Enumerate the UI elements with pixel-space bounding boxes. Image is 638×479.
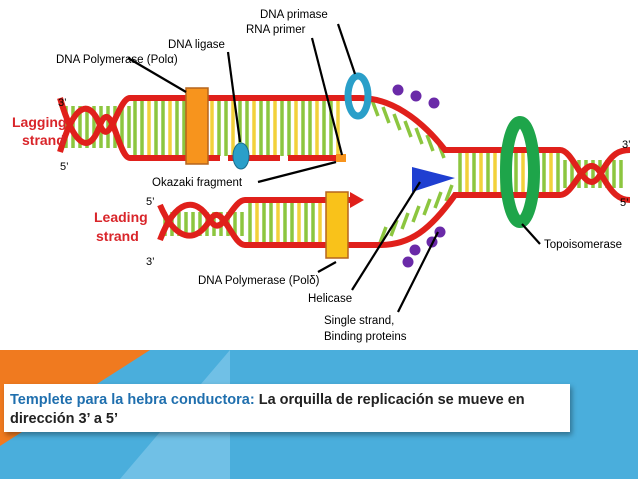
- leading-strand-arrowhead: [350, 192, 364, 208]
- label-lagging: Lagging: [12, 114, 66, 130]
- ssb-protein: [402, 256, 414, 268]
- base-pair-rung: [392, 113, 402, 131]
- topoisomerase: [500, 116, 540, 228]
- label-pol-alpha: DNA Polymerase (Polα): [56, 54, 178, 66]
- label-lagging-strand: strand: [22, 132, 65, 148]
- label-dna-ligase: DNA ligase: [168, 39, 225, 51]
- rna-primer-segment: [336, 154, 346, 162]
- caption-emphasis: Templete para la hebra conductora:: [10, 392, 255, 408]
- helicase: [412, 167, 455, 192]
- base-pair-rung: [403, 120, 413, 138]
- caption-text: La orquilla de replicación se mueve en d…: [10, 392, 525, 427]
- leading-helix-strand-b: [157, 203, 246, 248]
- ssb-protein: [409, 244, 421, 256]
- base-pair-rung: [425, 134, 435, 152]
- dna-replication-diagram: DNA primase RNA primer DNA ligase DNA Po…: [12, 9, 631, 343]
- label-topoisomerase: Topoisomerase: [544, 239, 622, 251]
- caption-box: Templete para la hebra conductora: La or…: [4, 384, 570, 432]
- label-dna-primase: DNA primase: [260, 9, 328, 21]
- label-helicase: Helicase: [308, 293, 352, 305]
- dna-ligase: [232, 142, 250, 170]
- base-pair-rung: [433, 191, 443, 209]
- base-pair-rung: [400, 212, 410, 230]
- label-leading-strand: strand: [96, 228, 139, 244]
- label-pol-delta: DNA Polymerase (Polδ): [198, 275, 320, 287]
- base-pair-rung: [444, 184, 454, 202]
- label-lead-5p: 5’: [146, 196, 155, 208]
- dna-polymerase-delta: [325, 191, 349, 259]
- label-okazaki: Okazaki fragment: [152, 177, 243, 189]
- label-right-3p: 3’: [622, 139, 631, 151]
- parental-helix-strand-b: [559, 163, 631, 203]
- label-rna-primer: RNA primer: [246, 24, 306, 36]
- lower-template-strand: [245, 192, 560, 248]
- label-right-5p: 5’: [620, 197, 629, 209]
- label-lead-3p: 3’: [146, 256, 155, 268]
- label-lag-5p: 5’: [60, 161, 69, 173]
- ssb-protein: [428, 97, 440, 109]
- base-pair-rung: [389, 219, 399, 237]
- base-pair-rung: [422, 198, 432, 216]
- single-strand-binding-proteins: [392, 84, 446, 268]
- label-leading: Leading: [94, 209, 148, 225]
- label-ssb-1: Single strand,: [324, 315, 394, 327]
- lagging-helix-strand-b: [57, 97, 132, 161]
- dna-polymerase-alpha: [185, 87, 209, 165]
- dna-primase: [344, 72, 372, 120]
- label-ssb-2: Binding proteins: [324, 331, 407, 343]
- base-pair-rung: [378, 226, 388, 244]
- base-pair-rung: [381, 106, 391, 124]
- ssb-protein: [410, 90, 422, 102]
- label-lag-3p: 3’: [58, 97, 67, 109]
- ssb-protein: [392, 84, 404, 96]
- base-pair-rung: [414, 127, 424, 145]
- base-pair-rung: [370, 99, 380, 117]
- upper-template-strand: [130, 95, 560, 153]
- base-pair-rung: [411, 205, 421, 223]
- leader-lines: [127, 23, 541, 313]
